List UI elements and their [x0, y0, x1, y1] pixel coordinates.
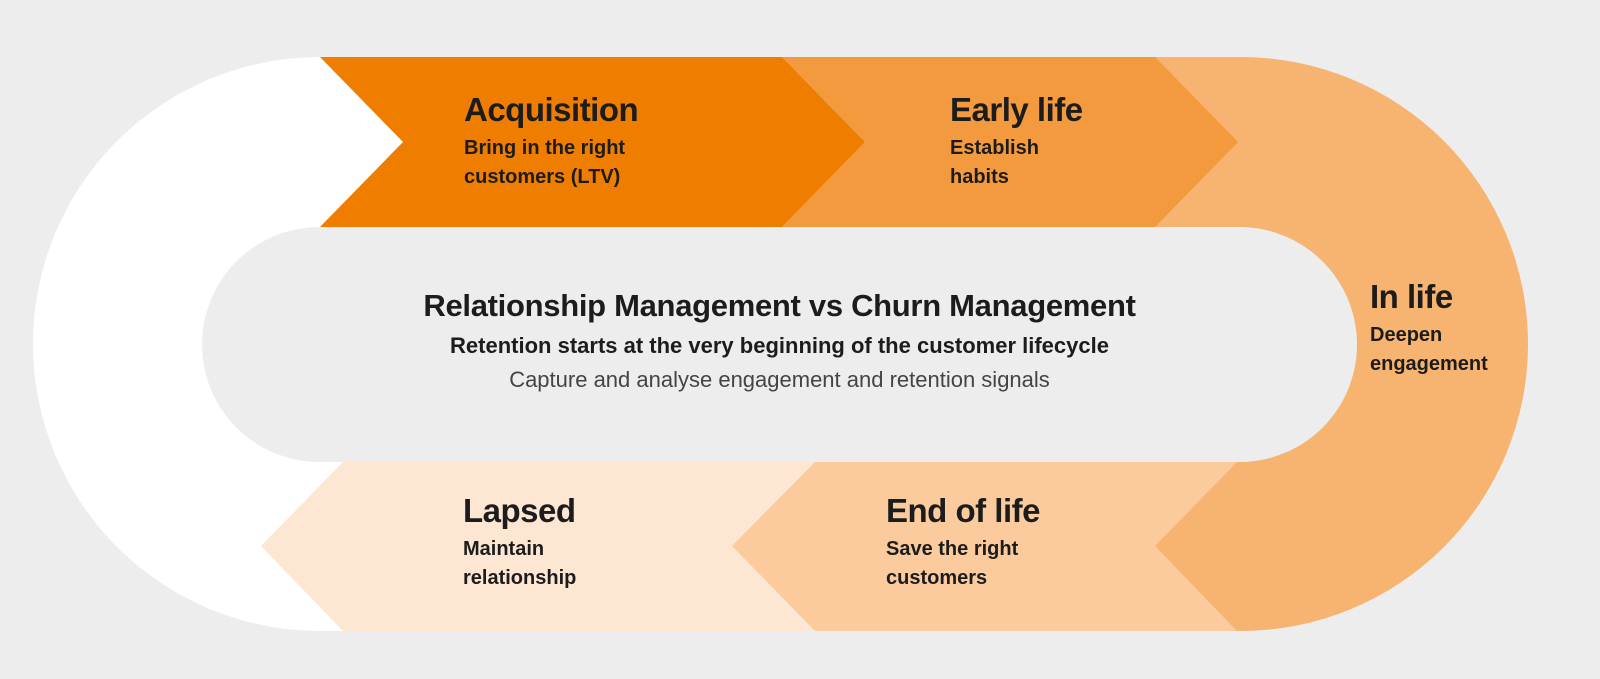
center-pill	[202, 227, 1357, 462]
stage-title: Acquisition	[464, 91, 639, 128]
stage-description: Save the right customers	[886, 535, 1040, 593]
center-message: Relationship Management vs Churn Managem…	[202, 283, 1357, 397]
stage-lapsed: Lapsed Maintain relationship	[463, 491, 576, 593]
stage-acquisition: Acquisition Bring in the right customers…	[464, 90, 639, 192]
stage-description: Maintain relationship	[463, 535, 576, 593]
stage-in-life: In life Deepen engagement	[1370, 277, 1488, 379]
stage-title: In life	[1370, 278, 1453, 315]
stage-early-life: Early life Establish habits	[950, 90, 1083, 192]
stage-title: End of life	[886, 492, 1041, 529]
stage-description-line: habits	[950, 166, 1009, 188]
stage-description: Deepen engagement	[1370, 321, 1488, 379]
stage-description-line: Establish	[950, 137, 1039, 159]
stage-shape-acquisition	[320, 57, 865, 227]
center-subtitle: Retention starts at the very beginning o…	[450, 333, 1109, 358]
stage-description-line: relationship	[463, 567, 577, 589]
stage-description-line: Save the right	[886, 538, 1019, 560]
stage-description: Bring in the right customers (LTV)	[464, 134, 638, 192]
stage-description-line: customers (LTV)	[464, 166, 621, 188]
stage-description: Establish habits	[950, 134, 1083, 192]
stage-end-of-life: End of life Save the right customers	[886, 491, 1041, 593]
stage-shape-lapsed	[261, 462, 815, 631]
stage-description-line: Bring in the right	[464, 137, 626, 159]
stage-description-line: customers	[886, 567, 988, 589]
stage-shape-end-of-life	[732, 462, 1237, 631]
stage-description-line: Deepen	[1370, 324, 1443, 346]
stage-title: Early life	[950, 91, 1083, 128]
stage-description-line: Maintain	[463, 538, 545, 560]
stage-title: Lapsed	[463, 492, 576, 529]
center-note: Capture and analyse engagement and reten…	[509, 367, 1050, 392]
stage-description-line: engagement	[1370, 353, 1488, 375]
center-title: Relationship Management vs Churn Managem…	[423, 288, 1136, 323]
stage-shape-early-life	[782, 57, 1238, 227]
